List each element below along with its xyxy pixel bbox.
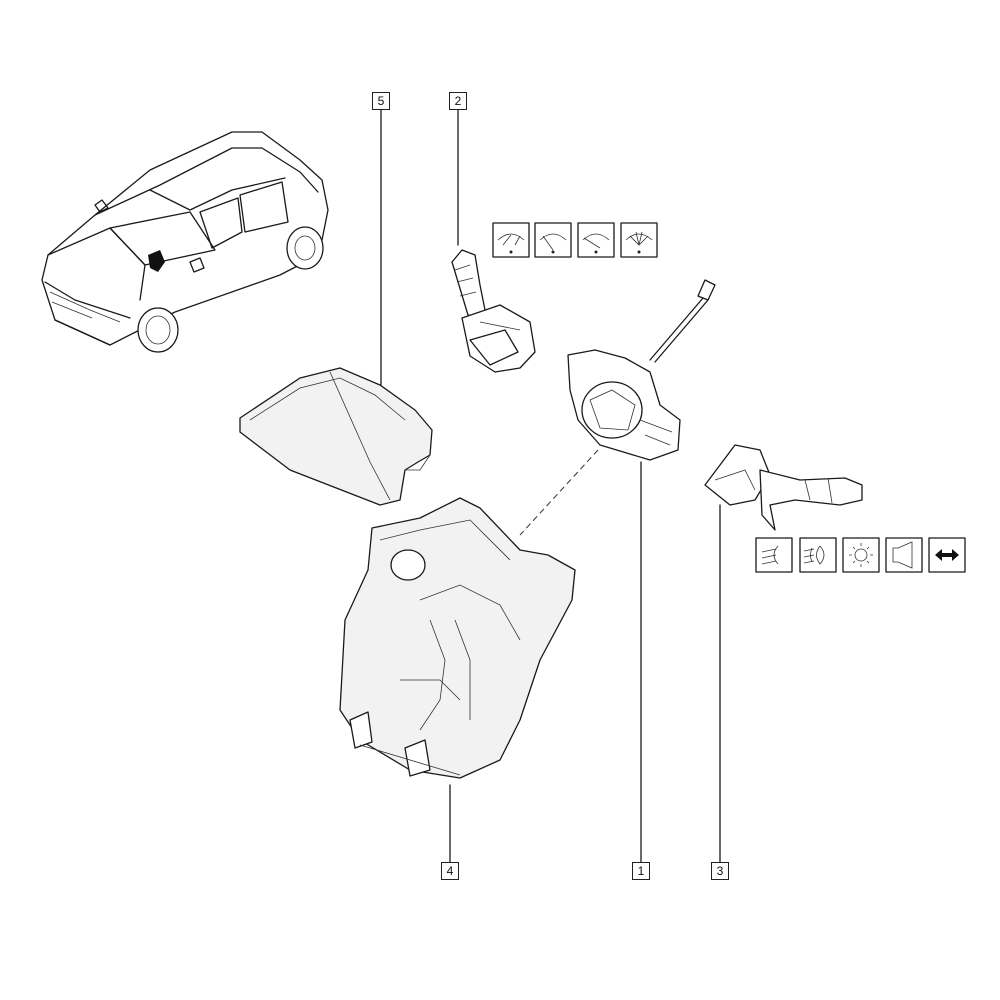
sidelight-icon [842,537,880,573]
wiper-stalk [451,249,536,373]
callout-5: 5 [372,92,390,110]
callout-1: 1 [632,862,650,880]
front-wiper-slow-icon [534,222,572,258]
car-illustration [41,131,329,353]
dipped-beam-icon [755,537,793,573]
front-wiper-intermittent-icon [492,222,530,258]
callout-4: 4 [441,862,459,880]
lighting-stalk [704,444,863,531]
front-wiper-fast-icon [577,222,615,258]
washer-icon [620,222,658,258]
callout-2: 2 [449,92,467,110]
upper-steering-cover [239,367,433,506]
fog-light-icon [799,537,837,573]
callout-3: 3 [711,862,729,880]
lower-steering-shroud [339,497,576,779]
indicator-icon [928,537,966,573]
light-symbols-row [755,537,966,573]
wiper-symbols-row [492,222,658,258]
horn-icon [885,537,923,573]
switch-assembly [567,279,716,461]
